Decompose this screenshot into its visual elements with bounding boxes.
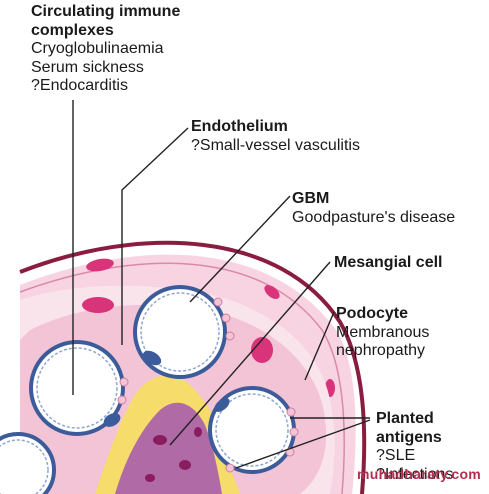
capillary-loop xyxy=(208,386,296,474)
label-sle: ?SLE xyxy=(376,447,416,464)
label-circulating-immune-complexes: Circulating immune complexes Cryoglobuli… xyxy=(31,3,180,96)
leader-mesangial xyxy=(169,261,331,446)
label-planted-antigens: Planted antigens ?SLE ?Infections xyxy=(376,410,453,484)
capsule-nucleus xyxy=(86,258,114,272)
capsule-nucleus xyxy=(264,285,280,299)
label-planted-heading-1: Planted xyxy=(376,410,434,427)
label-mesangial-heading: Mesangial cell xyxy=(334,254,443,271)
mesangial-nucleus xyxy=(145,474,155,482)
label-gbm: GBM Goodpasture's disease xyxy=(292,190,455,227)
mesangial-cells xyxy=(115,402,222,494)
podocyte-feet xyxy=(117,297,299,473)
podocyte-nucleus xyxy=(251,337,273,363)
label-endocarditis: ?Endocarditis xyxy=(31,77,128,94)
label-nephropathy: nephropathy xyxy=(336,342,425,359)
label-cryoglobulinaemia: Cryoglobulinaemia xyxy=(31,40,164,57)
capillary-loop xyxy=(29,340,125,436)
mesangial-nucleus xyxy=(153,435,167,445)
label-serum-sickness: Serum sickness xyxy=(31,58,144,76)
label-small-vessel-vasculitis: ?Small-vessel vasculitis xyxy=(191,136,360,154)
mesangial-nucleus xyxy=(179,460,191,470)
label-infections: ?Infections xyxy=(376,465,454,483)
capillary-loop-partial xyxy=(0,432,56,494)
label-endothelium: Endothelium ?Small-vessel vasculitis xyxy=(191,118,360,155)
label-planted-heading-2: antigens xyxy=(376,428,442,446)
label-endothelium-heading: Endothelium xyxy=(191,118,288,135)
leader-gbm xyxy=(189,195,291,303)
capillary-loop xyxy=(133,285,227,379)
mesangial-nucleus xyxy=(194,427,202,437)
label-goodpastures-disease: Goodpasture's disease xyxy=(292,208,456,226)
leader-lines xyxy=(72,100,371,469)
label-circulating-heading-1: Circulating immune xyxy=(31,3,181,20)
label-mesangial-cell: Mesangial cell xyxy=(334,254,443,273)
label-gbm-heading: GBM xyxy=(292,190,330,207)
leader-podocyte xyxy=(304,311,335,381)
label-podocyte: Podocyte Membranous nephropathy xyxy=(336,305,429,361)
label-podocyte-heading: Podocyte xyxy=(336,305,409,322)
capsule-inner-line xyxy=(19,262,345,494)
leader-endothelium xyxy=(121,127,189,345)
podocyte-nucleus xyxy=(82,297,114,313)
label-membranous: Membranous xyxy=(336,323,430,341)
parietal-epithelium xyxy=(19,240,367,494)
label-circulating-heading-2: complexes xyxy=(31,21,114,39)
leader-planted-2 xyxy=(235,419,371,469)
watermark: muhadharaty.com xyxy=(357,466,482,482)
